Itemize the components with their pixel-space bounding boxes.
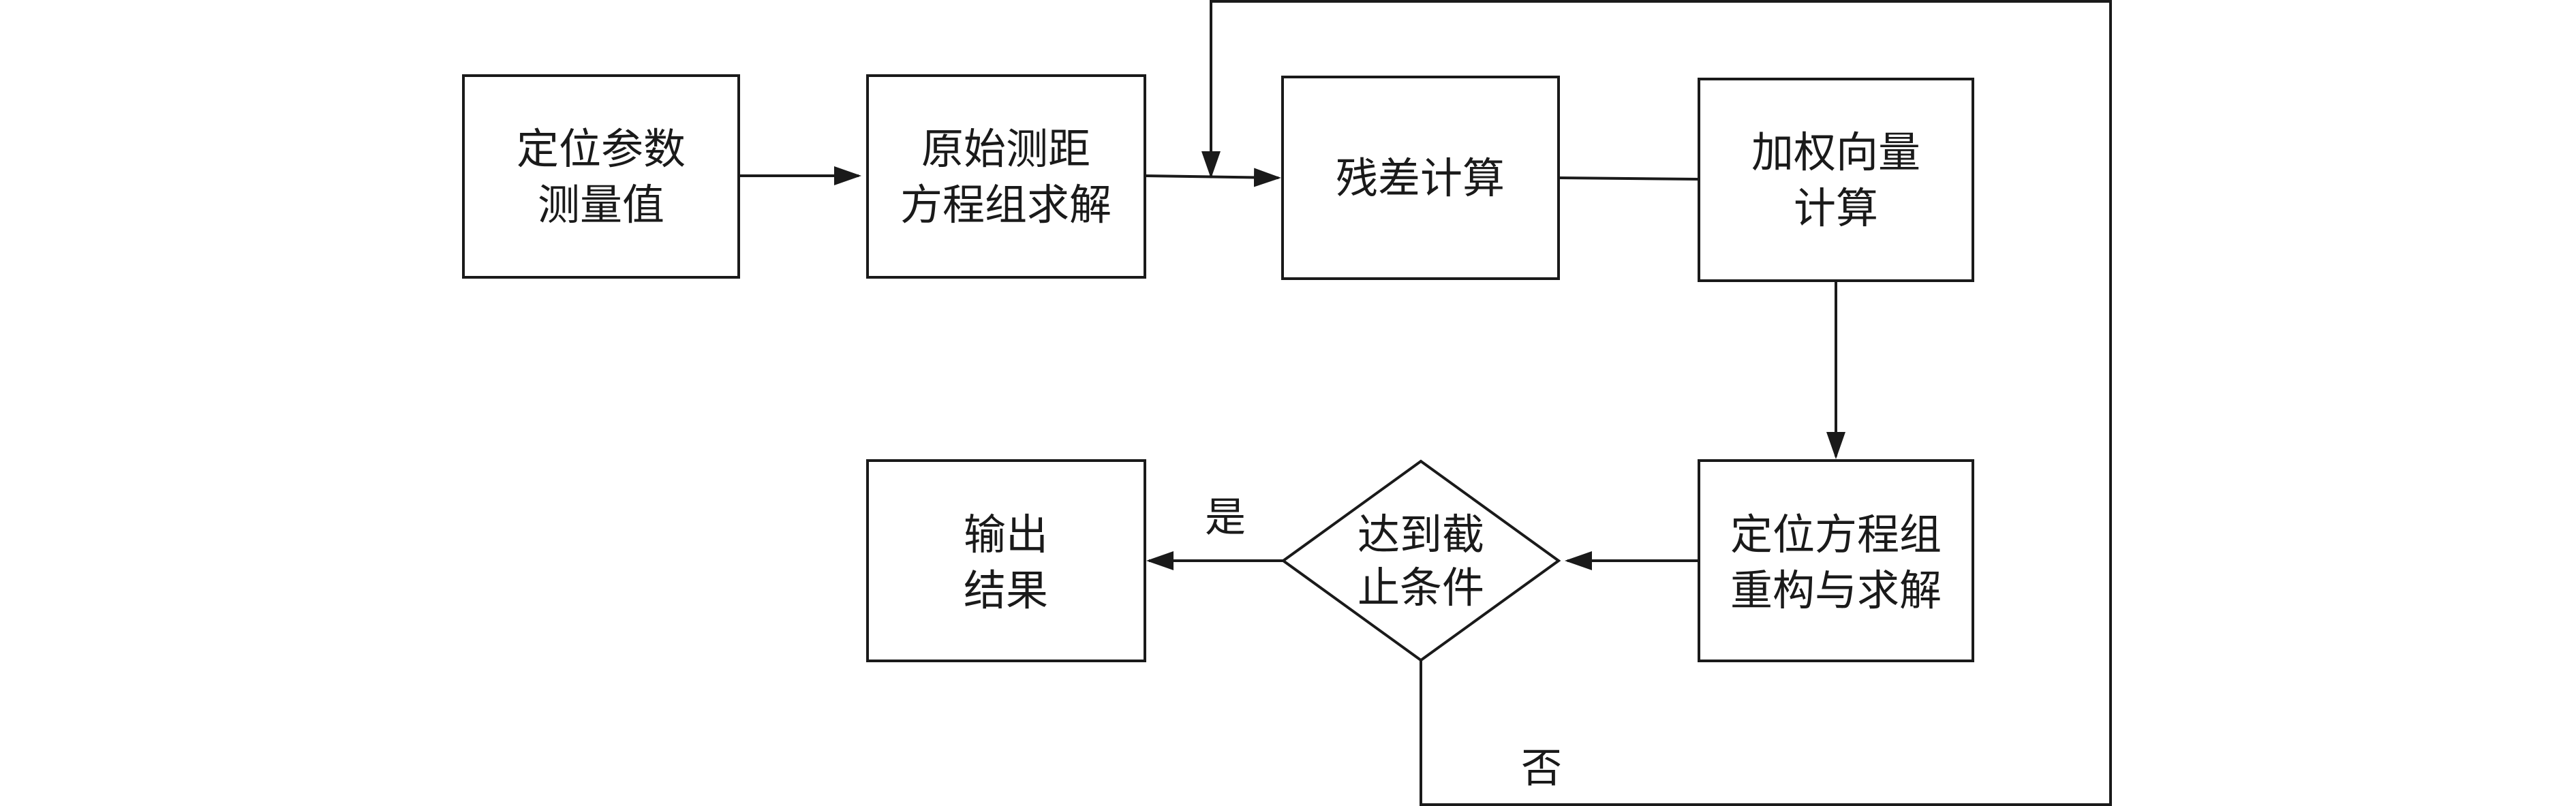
edge-label-no: 否 <box>1521 745 1562 792</box>
node-output-box <box>866 459 1146 662</box>
node-input-line1: 定位参数 <box>517 124 686 174</box>
node-initial-solve-box <box>866 74 1146 279</box>
node-decision-diamond <box>1281 459 1561 662</box>
node-initial-solve-line1: 原始测距 <box>921 124 1090 174</box>
node-reconstruct: 定位方程组 重构与求解 <box>1698 459 1974 662</box>
edge-label-yes: 是 <box>1205 494 1246 542</box>
node-weight-box <box>1698 78 1974 282</box>
edge-initial-solve-to-residual <box>1144 168 1281 187</box>
edge-decision-loop-no <box>1201 0 2112 806</box>
node-input-line2: 测量值 <box>538 180 664 230</box>
node-initial-solve: 原始测距 方程组求解 <box>866 74 1146 279</box>
node-residual-box <box>1281 76 1560 280</box>
edge-residual-to-weight <box>1558 176 1700 181</box>
node-input-box <box>462 74 740 279</box>
node-decision: 达到截 止条件 <box>1281 459 1561 662</box>
node-output: 输出 结果 <box>866 459 1146 662</box>
node-reconstruct-line1: 定位方程组 <box>1730 510 1942 559</box>
node-residual: 残差计算 <box>1281 76 1560 280</box>
connectors <box>739 0 2112 806</box>
node-weight-line2: 计算 <box>1794 183 1878 233</box>
node-weight-line1: 加权向量 <box>1751 127 1920 177</box>
node-initial-solve-line2: 方程组求解 <box>900 180 1111 230</box>
node-reconstruct-box <box>1698 459 1974 662</box>
node-output-line2: 结果 <box>964 565 1048 615</box>
node-output-line1: 输出 <box>964 510 1048 559</box>
node-decision-line1: 达到截 <box>1358 510 1484 559</box>
node-residual-line1: 残差计算 <box>1336 153 1505 203</box>
node-input: 定位参数 测量值 <box>462 74 740 279</box>
node-weight: 加权向量 计算 <box>1698 78 1974 282</box>
node-reconstruct-line2: 重构与求解 <box>1730 565 1942 615</box>
node-decision-line2: 止条件 <box>1358 563 1484 613</box>
